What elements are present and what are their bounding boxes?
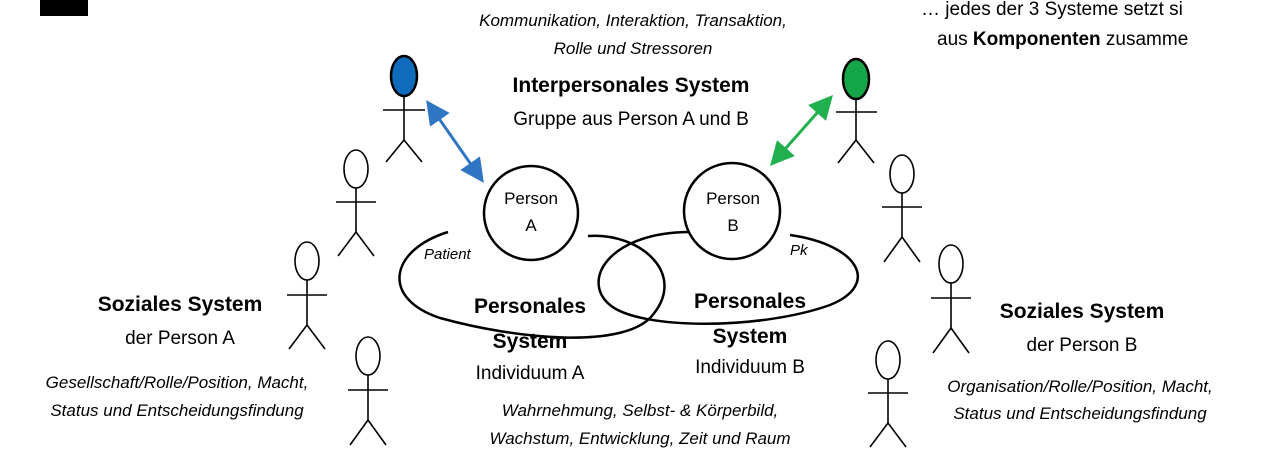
personal-system-b-loop	[597, 230, 859, 325]
interpersonal-components-2: Rolle und Stressoren	[553, 39, 713, 58]
personal-b-title-1: Personales	[693, 290, 807, 313]
person-a-label-2: A	[525, 216, 537, 235]
personal-b-subtitle: Individuum B	[695, 357, 805, 378]
note-line-2: aus Komponenten zusamme	[937, 30, 1188, 49]
personal-b-title-2: System	[712, 325, 788, 348]
stick-figure-social-b1	[882, 154, 922, 263]
note-line-2-pre: aus	[937, 29, 973, 50]
interpersonal-subtitle: Gruppe aus Person A und B	[513, 109, 749, 130]
stick-figure-person-b	[836, 57, 877, 164]
interpersonal-components-1: Kommunikation, Interaktion, Transaktion,	[479, 11, 787, 30]
stick-figure-social-a2	[287, 241, 327, 350]
cropped-title-mark	[40, 0, 88, 16]
arrow-blue	[426, 100, 484, 183]
personal-system-a-loop	[398, 230, 666, 339]
person-b-label-1: Person	[706, 189, 760, 208]
stick-figure-social-b2	[931, 244, 971, 354]
stick-figure-person-a	[383, 54, 425, 163]
social-b-components-1: Organisation/Rolle/Position, Macht,	[947, 377, 1213, 396]
personal-a-title-1: Personales	[473, 295, 587, 318]
personal-a-title-2: System	[492, 330, 568, 353]
stick-figure-social-a3	[348, 336, 388, 446]
social-b-subtitle: der Person B	[1026, 335, 1138, 356]
person-b-circle	[682, 161, 782, 261]
note-line-2-post: zusamme	[1100, 29, 1189, 50]
personal-components-1: Wahrnehmung, Selbst- & Körperbild,	[501, 401, 779, 420]
note-line-1: … jedes der 3 Systeme setzt si	[921, 0, 1183, 20]
social-a-components-1: Gesellschaft/Rolle/Position, Macht,	[45, 373, 309, 392]
social-b-components-2: Status und Entscheidungsfindung	[953, 404, 1207, 423]
social-a-components-2: Status und Entscheidungsfindung	[50, 401, 304, 420]
social-a-subtitle: der Person A	[125, 328, 235, 349]
person-b-role: Pk	[790, 242, 808, 259]
personal-a-subtitle: Individuum A	[475, 363, 585, 384]
person-a-label-1: Person	[504, 189, 558, 208]
note-line-2-bold: Komponenten	[972, 29, 1101, 50]
person-a-circle	[482, 164, 580, 262]
person-a-role: Patient	[424, 246, 471, 263]
person-b-label-2: B	[727, 216, 739, 235]
social-b-title: Soziales System	[999, 300, 1165, 323]
interpersonal-title: Interpersonales System	[512, 74, 750, 97]
stick-figure-social-b3	[868, 340, 908, 448]
stick-figure-social-a1	[336, 149, 376, 257]
social-a-title: Soziales System	[97, 293, 263, 316]
arrow-green	[770, 95, 833, 166]
personal-components-2: Wachstum, Entwicklung, Zeit und Raum	[489, 429, 791, 448]
